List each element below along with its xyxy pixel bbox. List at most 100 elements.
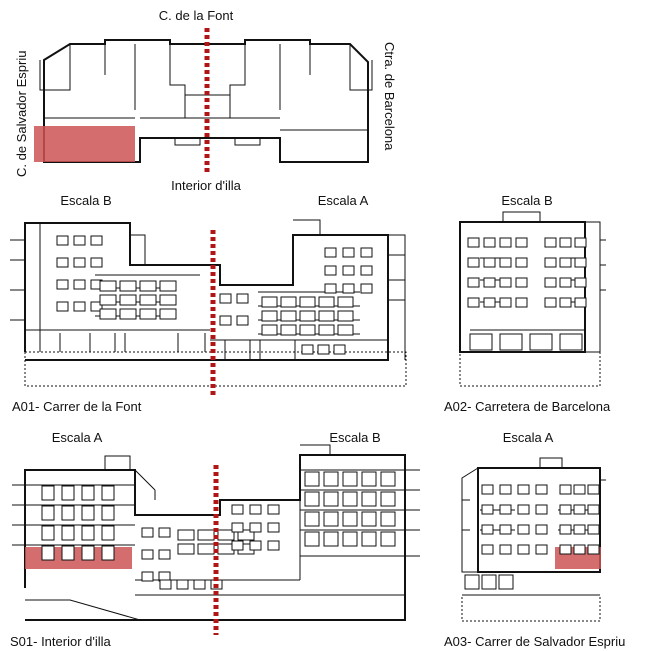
window <box>499 484 512 495</box>
a01-stair-left-label: Escala B <box>60 193 111 208</box>
a01-stair-right-label: Escala A <box>318 193 369 208</box>
window <box>587 544 600 555</box>
window <box>236 293 249 304</box>
window <box>101 525 115 541</box>
window <box>559 257 572 268</box>
a03-basement <box>461 594 601 622</box>
window <box>159 579 172 590</box>
window <box>236 315 249 326</box>
window <box>318 310 335 322</box>
elevation-a03: Escala A A03- Carrer de Salvador Espriu <box>444 430 625 649</box>
window <box>61 545 75 561</box>
s01-windows <box>41 471 396 590</box>
window <box>323 471 339 487</box>
window <box>280 296 297 308</box>
s01-stair-right-label: Escala B <box>329 430 380 445</box>
window <box>517 484 530 495</box>
window <box>360 283 373 294</box>
window <box>574 257 587 268</box>
window <box>515 257 528 268</box>
window <box>535 484 548 495</box>
window <box>324 247 337 258</box>
window <box>467 277 480 288</box>
window <box>139 280 157 292</box>
window <box>342 491 358 507</box>
window <box>101 505 115 521</box>
plan-street-top-label: C. de la Font <box>159 8 234 23</box>
window <box>101 485 115 501</box>
window <box>499 257 512 268</box>
window <box>119 308 137 320</box>
window <box>317 344 330 355</box>
window <box>342 471 358 487</box>
window <box>61 525 75 541</box>
window <box>337 324 354 336</box>
window <box>481 544 494 555</box>
a02-caption: A02- Carretera de Barcelona <box>444 399 611 414</box>
window <box>544 237 557 248</box>
window <box>333 344 346 355</box>
window <box>323 511 339 527</box>
plan-street-bottom-label: Interior d'illa <box>171 178 241 193</box>
window <box>469 333 493 351</box>
window <box>177 543 195 555</box>
window <box>261 324 278 336</box>
window <box>90 257 103 268</box>
window <box>535 524 548 535</box>
window <box>515 297 528 308</box>
a02-windows <box>467 237 587 351</box>
window <box>267 540 280 551</box>
window <box>499 277 512 288</box>
window <box>119 294 137 306</box>
s01-highlight-area <box>25 547 132 569</box>
window <box>574 237 587 248</box>
plan-highlight-area <box>34 126 135 162</box>
a02-stair-label: Escala B <box>501 193 552 208</box>
window <box>249 540 262 551</box>
window <box>544 297 557 308</box>
a01-caption: A01- Carrer de la Font <box>12 399 142 414</box>
window <box>573 484 586 495</box>
window <box>587 504 600 515</box>
window <box>56 301 69 312</box>
window <box>535 504 548 515</box>
window <box>342 511 358 527</box>
window <box>323 531 339 547</box>
window <box>483 277 496 288</box>
window <box>361 531 377 547</box>
window <box>73 257 86 268</box>
window <box>361 471 377 487</box>
window <box>587 484 600 495</box>
window <box>193 579 206 590</box>
window <box>544 277 557 288</box>
plan-balconies <box>39 39 373 91</box>
window <box>197 543 215 555</box>
s01-caption: S01- Interior d'illa <box>10 634 112 649</box>
s01-stair-left-label: Escala A <box>52 430 103 445</box>
window <box>517 544 530 555</box>
window <box>559 504 572 515</box>
window <box>323 491 339 507</box>
window <box>158 527 171 538</box>
window <box>119 280 137 292</box>
window <box>559 484 572 495</box>
window <box>249 504 262 515</box>
a02-basement <box>459 351 601 387</box>
window <box>481 484 494 495</box>
window <box>483 297 496 308</box>
a03-windows <box>464 484 600 590</box>
window <box>529 333 553 351</box>
window <box>158 549 171 560</box>
window <box>61 485 75 501</box>
window <box>141 549 154 560</box>
window <box>535 544 548 555</box>
window <box>73 279 86 290</box>
elevation-a02: Escala B A02- Carretera de Barcelona <box>444 193 611 414</box>
window <box>318 296 335 308</box>
window <box>73 301 86 312</box>
window <box>56 235 69 246</box>
window <box>573 524 586 535</box>
window <box>99 280 117 292</box>
window <box>41 545 55 561</box>
